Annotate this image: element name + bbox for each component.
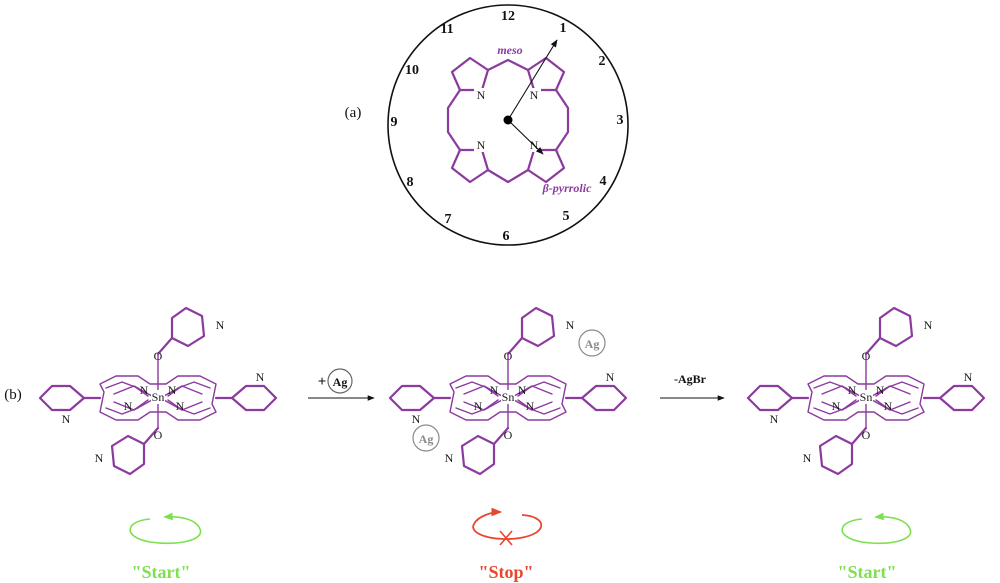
nitrogen-label: N — [803, 451, 812, 465]
panel-b-label: (b) — [4, 387, 22, 403]
nitrogen-label: N — [924, 318, 933, 332]
nitrogen-label: N — [124, 399, 133, 413]
state-label-start: "Start" — [838, 562, 897, 582]
nitrogen-label: N — [412, 412, 421, 426]
reaction-arrow-2: -AgBr — [660, 372, 725, 401]
nitrogen-label: N — [876, 383, 885, 397]
molecule-left: Sn O O N N N N N N N N — [38, 306, 278, 476]
clock-number-4: 4 — [600, 174, 607, 189]
oxygen-label: O — [504, 349, 513, 363]
state-label-start: "Start" — [132, 562, 191, 582]
nitrogen-label: N — [216, 318, 225, 332]
nitrogen-label: N — [964, 370, 973, 384]
clock-numbers: 12 1 2 3 4 5 6 7 8 9 10 11 — [391, 9, 624, 244]
clock-number-5: 5 — [563, 209, 570, 224]
nitrogen-label: N — [490, 383, 499, 397]
nitrogen-label: N — [168, 383, 177, 397]
clock-number-3: 3 — [617, 113, 624, 128]
oxygen-label: O — [154, 428, 163, 442]
silver-badge-label: Ag — [585, 337, 600, 351]
nitrogen-label: N — [445, 451, 454, 465]
molecule-right: Sn O O N N N N N N N N — [746, 306, 986, 476]
beta-pyrrolic-label: β-pyrrolic — [542, 181, 592, 195]
nitrogen-label: N — [530, 88, 539, 102]
nitrogen-label: N — [176, 399, 185, 413]
nitrogen-label: N — [62, 412, 71, 426]
rotation-start-icon — [841, 512, 912, 545]
rotation-stop-icon — [472, 507, 542, 546]
molecule-middle: Sn O O N N N N N N N N — [388, 306, 628, 476]
nitrogen-label: N — [770, 412, 779, 426]
agbr-reagent: -AgBr — [674, 372, 707, 386]
oxygen-label: O — [862, 349, 871, 363]
nitrogen-label: N — [606, 370, 615, 384]
nitrogen-label: N — [526, 399, 535, 413]
oxygen-label: O — [862, 428, 871, 442]
nitrogen-label: N — [832, 399, 841, 413]
clock-number-1: 1 — [560, 21, 567, 36]
nitrogen-label: N — [474, 399, 483, 413]
tin-label: Sn — [152, 390, 165, 404]
meso-label: meso — [497, 43, 522, 57]
clock-number-7: 7 — [445, 212, 452, 227]
nitrogen-label: N — [477, 88, 486, 102]
nitrogen-label: N — [848, 383, 857, 397]
clock-number-10: 10 — [405, 63, 419, 78]
clock-number-2: 2 — [599, 54, 606, 69]
tin-label: Sn — [860, 390, 873, 404]
panel-a-label: (a) — [345, 105, 362, 121]
oxygen-label: O — [154, 349, 163, 363]
clock-number-8: 8 — [407, 175, 414, 190]
clock-number-9: 9 — [391, 115, 398, 130]
plus-sign: + — [318, 374, 327, 390]
tin-label: Sn — [502, 390, 515, 404]
nitrogen-label: N — [95, 451, 104, 465]
clock-number-12: 12 — [501, 9, 515, 24]
silver-badge: Ag — [578, 329, 606, 357]
state-label-stop: "Stop" — [478, 562, 533, 582]
nitrogen-label: N — [477, 138, 486, 152]
rotation-start-icon — [129, 512, 202, 545]
nitrogen-label: N — [518, 383, 527, 397]
clock-hands — [503, 39, 558, 155]
nitrogen-label: N — [884, 399, 893, 413]
clock-number-11: 11 — [440, 22, 453, 37]
clock-number-6: 6 — [503, 229, 510, 244]
nitrogen-label: N — [140, 383, 149, 397]
reaction-arrow-1: + Ag — [308, 368, 375, 401]
clock-face — [387, 4, 629, 246]
nitrogen-label: N — [256, 370, 265, 384]
silver-badge-label: Ag — [419, 432, 434, 446]
nitrogen-label: N — [566, 318, 575, 332]
silver-reagent: Ag — [333, 375, 348, 389]
silver-badge: Ag — [412, 424, 440, 452]
oxygen-label: O — [504, 428, 513, 442]
